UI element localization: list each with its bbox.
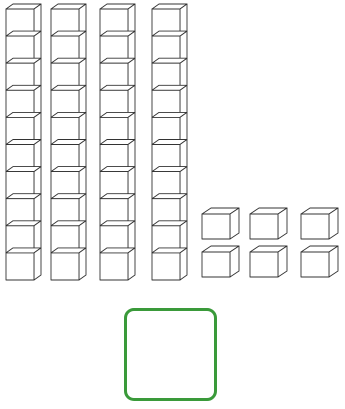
unit-cube — [250, 208, 287, 239]
ten-rod — [100, 4, 135, 280]
ten-rod — [152, 4, 187, 280]
unit-cube — [301, 246, 338, 277]
unit-cube — [250, 246, 287, 277]
ten-rod — [6, 4, 41, 280]
unit-cube — [202, 208, 239, 239]
answer-box[interactable] — [124, 308, 217, 401]
ten-rod — [51, 4, 86, 280]
unit-cube — [202, 246, 239, 277]
unit-cube — [301, 208, 338, 239]
